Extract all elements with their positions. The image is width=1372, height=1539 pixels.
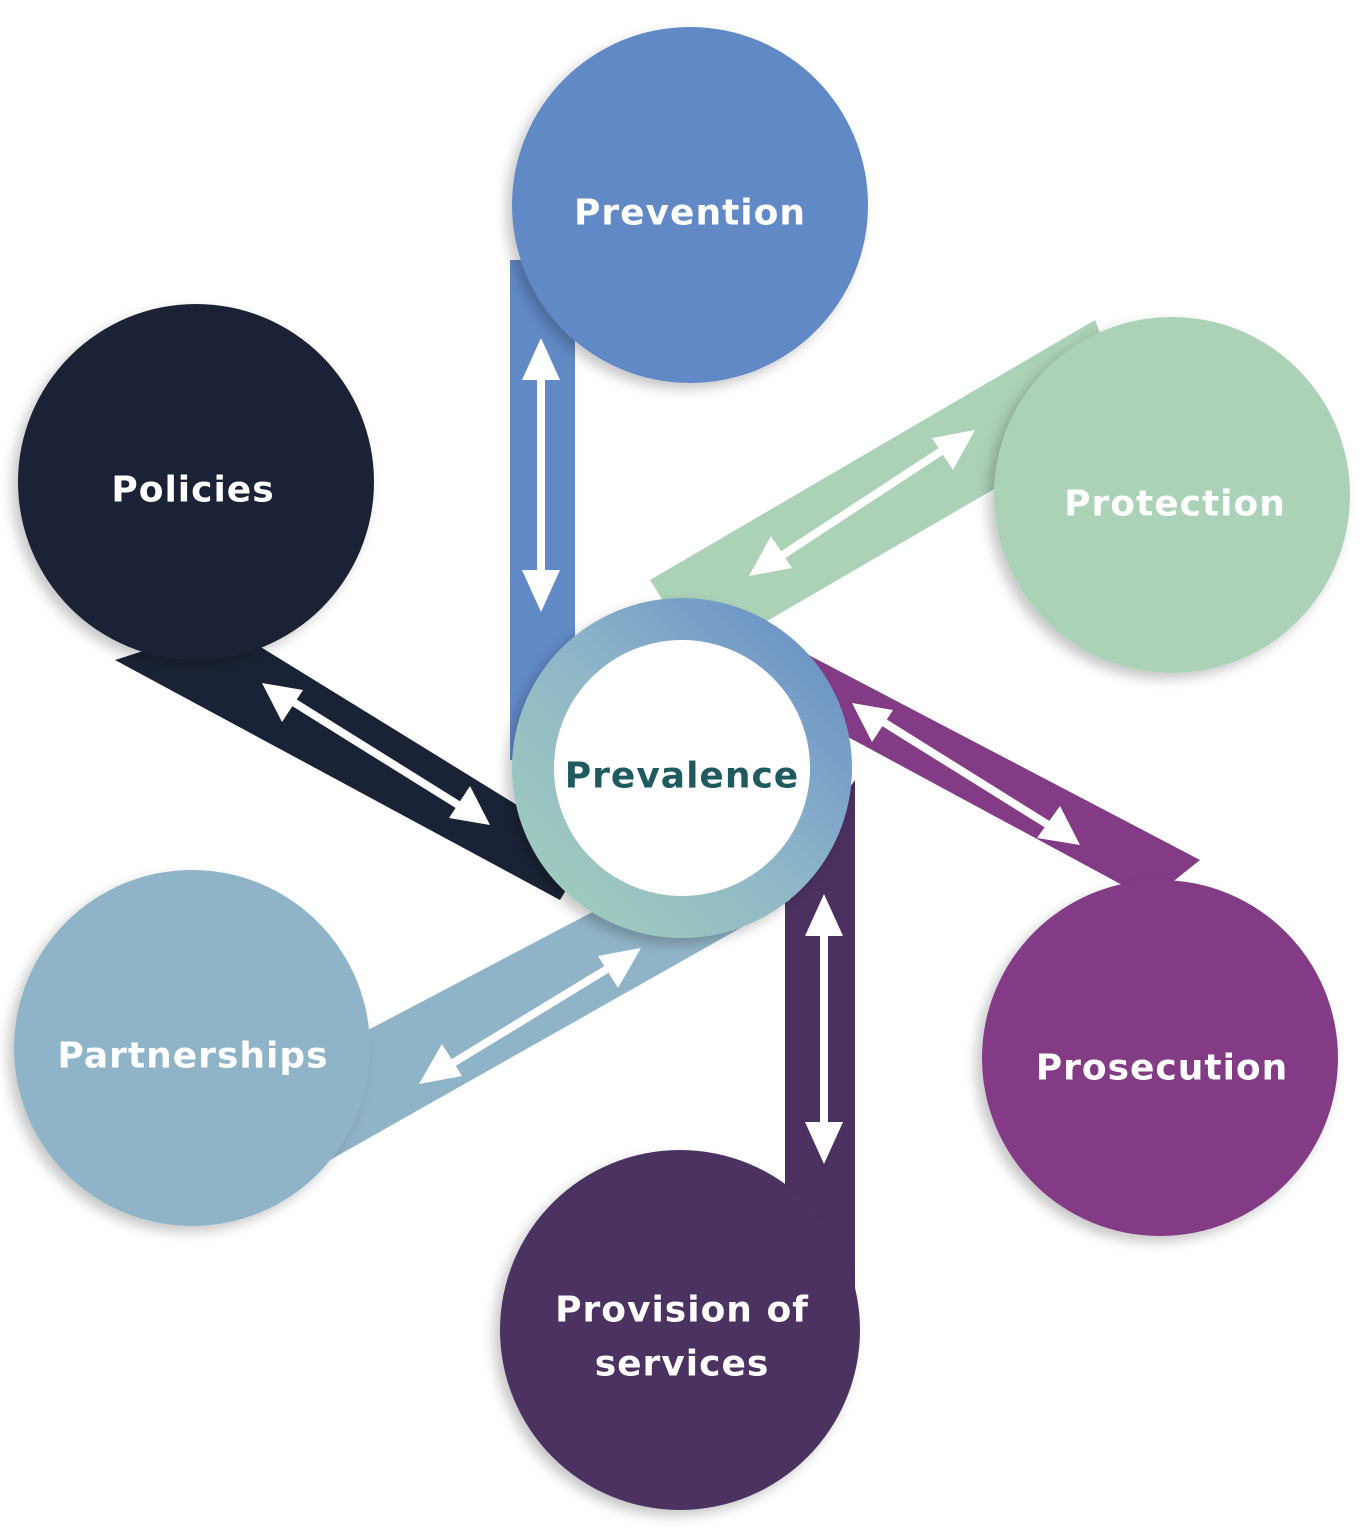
double-arrow-icon bbox=[262, 683, 490, 825]
node-label-policies: Policies bbox=[111, 470, 274, 511]
node-partnerships: Partnerships bbox=[14, 870, 370, 1226]
double-arrow-icon bbox=[852, 703, 1080, 845]
band-prosecution bbox=[780, 640, 1200, 900]
node-label-partnerships: Partnerships bbox=[57, 1036, 328, 1077]
center-node: Prevalence bbox=[512, 598, 852, 938]
outer-nodes: Prevention Protection Prosecution Provis… bbox=[14, 27, 1350, 1510]
double-arrow-icon bbox=[522, 338, 560, 612]
connector-bands bbox=[115, 260, 1200, 1300]
node-prosecution: Prosecution bbox=[982, 880, 1338, 1236]
band-protection bbox=[650, 320, 1130, 660]
node-provision-of-services: Provision of services bbox=[500, 1150, 860, 1510]
node-label-prevention: Prevention bbox=[574, 193, 806, 234]
center-label: Prevalence bbox=[565, 756, 799, 797]
node-label-protection: Protection bbox=[1064, 484, 1286, 525]
node-policies: Policies bbox=[18, 304, 374, 660]
node-label-provision-line-2: services bbox=[595, 1344, 770, 1385]
double-arrow-icon bbox=[419, 948, 641, 1084]
band-policies bbox=[115, 625, 590, 900]
double-arrow-icon bbox=[749, 430, 975, 576]
node-protection: Protection bbox=[994, 317, 1350, 673]
node-prevention: Prevention bbox=[512, 27, 868, 383]
node-label-prosecution: Prosecution bbox=[1036, 1048, 1289, 1089]
double-arrow-icon bbox=[805, 894, 843, 1164]
node-label-provision-line-1: Provision of bbox=[555, 1290, 809, 1331]
double-arrows bbox=[262, 338, 1080, 1164]
